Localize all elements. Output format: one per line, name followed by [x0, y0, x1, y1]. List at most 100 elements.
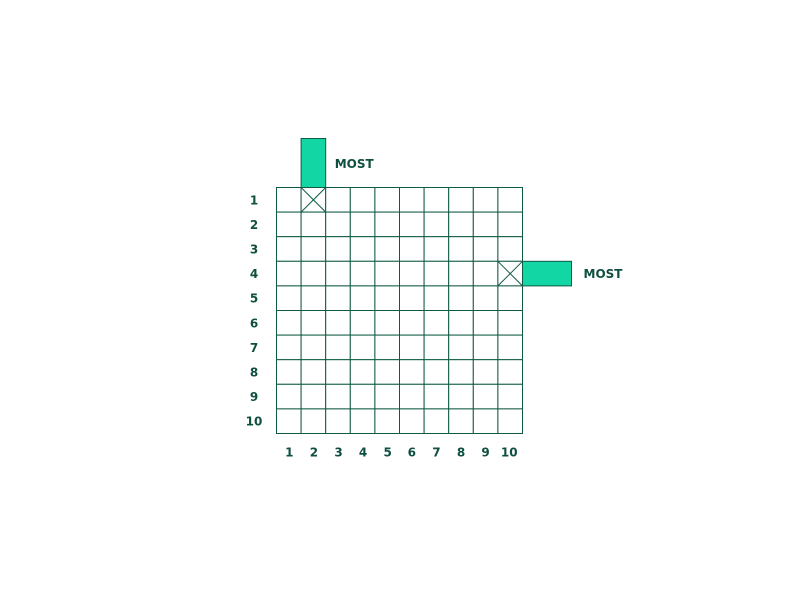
- grid-cell-r1-c9: [472, 187, 499, 213]
- grid-cell-r10-c7: [423, 408, 450, 434]
- col-label: 8: [457, 446, 465, 460]
- row-label: 2: [250, 218, 258, 232]
- col-label: 3: [334, 446, 342, 460]
- row-label: 7: [250, 341, 258, 355]
- row-label: 3: [250, 243, 258, 257]
- marker-bars: [300, 138, 572, 287]
- grid-cell-r8-c3: [325, 359, 351, 385]
- grid-cell-r7-c6: [399, 334, 425, 361]
- grid-cell-r3-c4: [349, 236, 376, 262]
- grid-cell-r6-c8: [448, 310, 474, 336]
- grid-cell-r9-c1: [276, 383, 302, 410]
- grid-cell-r7-c7: [423, 334, 450, 361]
- grid-cell-r10-c2: [300, 408, 327, 434]
- grid-cell-r6-c10: [497, 310, 523, 336]
- grid-cell-r2-c10: [497, 211, 523, 238]
- grid-cell-r4-c4: [349, 260, 376, 287]
- grid-cell-r2-c1: [276, 211, 302, 238]
- col-label: 10: [501, 446, 518, 460]
- x-mark-icon: [497, 260, 523, 287]
- row-label: 1: [250, 193, 258, 207]
- grid-cell-r6-c3: [325, 310, 351, 336]
- grid-cell-r9-c4: [349, 383, 376, 410]
- marker-labels: MOST MOST: [335, 157, 624, 281]
- row-label: 4: [250, 267, 258, 281]
- grid-cell-r3-c7: [423, 236, 450, 262]
- grid-cell-r8-c2: [300, 359, 327, 385]
- col-label: 1: [285, 446, 293, 460]
- grid-cell-r2-c6: [399, 211, 425, 238]
- grid-cell-r8-c6: [399, 359, 425, 385]
- grid-cell-r7-c9: [472, 334, 499, 361]
- grid-cell-r5-c8: [448, 285, 474, 311]
- grid-cell-r8-c9: [472, 359, 499, 385]
- grid-cell-r10-c3: [325, 408, 351, 434]
- col-label: 7: [432, 446, 440, 460]
- marker-label: MOST: [335, 157, 375, 171]
- grid-cell-r3-c8: [448, 236, 474, 262]
- grid-cell-r7-c4: [349, 334, 376, 361]
- grid-cell-r6-c5: [374, 310, 400, 336]
- grid-cell-r4-c6: [399, 260, 425, 287]
- grid-cell-r6-c4: [349, 310, 376, 336]
- grid-cell-r1-c5: [374, 187, 400, 213]
- grid-cell-r3-c2: [300, 236, 327, 262]
- grid-cell-r9-c6: [399, 383, 425, 410]
- col-label: 4: [359, 446, 367, 460]
- grid-cell-r10-c1: [276, 408, 302, 434]
- grid-cell-r2-c2: [300, 211, 327, 238]
- col-label: 9: [481, 446, 489, 460]
- grid-cell-r10-c4: [349, 408, 376, 434]
- grid-cell-r9-c3: [325, 383, 351, 410]
- grid-cell-r8-c7: [423, 359, 450, 385]
- grid-cell-r4-c3: [325, 260, 351, 287]
- grid-cell-r8-c1: [276, 359, 302, 385]
- grid-cell-r1-c6: [399, 187, 425, 213]
- grid-cell-r5-c9: [472, 285, 499, 311]
- grid-cell-r5-c4: [349, 285, 376, 311]
- col-label: 2: [310, 446, 318, 460]
- grid-cell-r1-c7: [423, 187, 450, 213]
- grid-cell-r3-c5: [374, 236, 400, 262]
- grid-cell-r1-c3: [325, 187, 351, 213]
- grid-cell-r1-c1: [276, 187, 302, 213]
- row-label: 5: [250, 292, 258, 306]
- grid-cell-r5-c10: [497, 285, 523, 311]
- row-label: 8: [250, 366, 258, 380]
- col-label: 5: [384, 446, 392, 460]
- col-label: 6: [408, 446, 416, 460]
- grid-cell-r6-c1: [276, 310, 302, 336]
- grid-cell-r1-c8: [448, 187, 474, 213]
- grid-cell-r4-c5: [374, 260, 400, 287]
- grid-cell-r4-c8: [448, 260, 474, 287]
- grid-cell-r2-c9: [472, 211, 499, 238]
- grid-cell-r7-c2: [300, 334, 327, 361]
- grid-cell-r4-c2: [300, 260, 327, 287]
- grid-cell-r8-c10: [497, 359, 523, 385]
- grid-cell-r4-c1: [276, 260, 302, 287]
- grid-cell-r9-c8: [448, 383, 474, 410]
- marker-label: MOST: [584, 267, 624, 281]
- grid-cell-r6-c6: [399, 310, 425, 336]
- grid-cell-r6-c2: [300, 310, 327, 336]
- grid-cell-r5-c3: [325, 285, 351, 311]
- grid-cells: [276, 187, 523, 434]
- col-labels: 1 2 3 4 5 6 7 8 9 10: [285, 446, 517, 460]
- row-label: 10: [246, 415, 263, 429]
- grid-cell-r7-c10: [497, 334, 523, 361]
- grid-cell-r2-c3: [325, 211, 351, 238]
- grid-cell-r3-c1: [276, 236, 302, 262]
- grid-cell-r5-c6: [399, 285, 425, 311]
- marker-bar-right: [522, 260, 572, 287]
- grid-cell-r7-c8: [448, 334, 474, 361]
- grid-cell-r2-c5: [374, 211, 400, 238]
- grid-cell-r8-c8: [448, 359, 474, 385]
- grid-cell-r3-c10: [497, 236, 523, 262]
- crossed-cells: [300, 187, 523, 287]
- grid-cell-r10-c6: [399, 408, 425, 434]
- grid-cell-r6-c7: [423, 310, 450, 336]
- grid-cell-r4-c9: [472, 260, 499, 287]
- grid-cell-r2-c8: [448, 211, 474, 238]
